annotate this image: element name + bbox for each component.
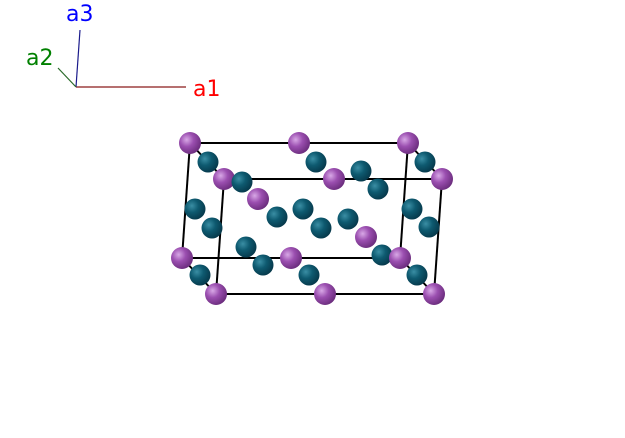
atom-purple[interactable]: [423, 283, 445, 305]
atom-teal[interactable]: [406, 264, 428, 286]
atom-teal[interactable]: [292, 198, 314, 220]
cell-edge: [399, 142, 409, 259]
atom-purple[interactable]: [247, 188, 269, 210]
atom-teal[interactable]: [266, 206, 288, 228]
atom-teal[interactable]: [252, 254, 274, 276]
atom-teal[interactable]: [418, 216, 440, 238]
atom-teal[interactable]: [371, 244, 393, 266]
atom-teal[interactable]: [231, 171, 253, 193]
atoms: [171, 132, 453, 305]
atom-teal[interactable]: [337, 208, 359, 230]
cell-edge: [181, 142, 191, 259]
atom-purple[interactable]: [323, 168, 345, 190]
atom-teal[interactable]: [310, 217, 332, 239]
atom-purple[interactable]: [431, 168, 453, 190]
atom-purple[interactable]: [355, 226, 377, 248]
atom-purple[interactable]: [171, 247, 193, 269]
atom-purple[interactable]: [205, 283, 227, 305]
axis-a2-label: a2: [26, 46, 54, 71]
atom-teal[interactable]: [189, 264, 211, 286]
atom-teal[interactable]: [414, 151, 436, 173]
atom-purple[interactable]: [179, 132, 201, 154]
atom-purple[interactable]: [288, 132, 310, 154]
atom-teal[interactable]: [305, 151, 327, 173]
atom-purple[interactable]: [314, 283, 336, 305]
atom-teal[interactable]: [298, 264, 320, 286]
axis-a3-label: a3: [66, 2, 94, 27]
axis-a2-line: [57, 67, 77, 88]
atom-teal[interactable]: [197, 151, 219, 173]
axis-a1-label: a1: [193, 77, 221, 102]
atom-teal[interactable]: [184, 198, 206, 220]
axis-a3-line: [75, 29, 81, 88]
atom-purple[interactable]: [213, 168, 235, 190]
cell-edge: [433, 178, 443, 295]
atom-purple[interactable]: [397, 132, 419, 154]
atom-teal[interactable]: [235, 236, 257, 258]
atom-teal[interactable]: [367, 178, 389, 200]
atom-teal[interactable]: [350, 160, 372, 182]
cell-edge: [215, 178, 225, 295]
atom-teal[interactable]: [201, 217, 223, 239]
atom-teal[interactable]: [401, 198, 423, 220]
atom-purple[interactable]: [389, 247, 411, 269]
atom-purple[interactable]: [280, 247, 302, 269]
axis-triad: [57, 29, 186, 88]
